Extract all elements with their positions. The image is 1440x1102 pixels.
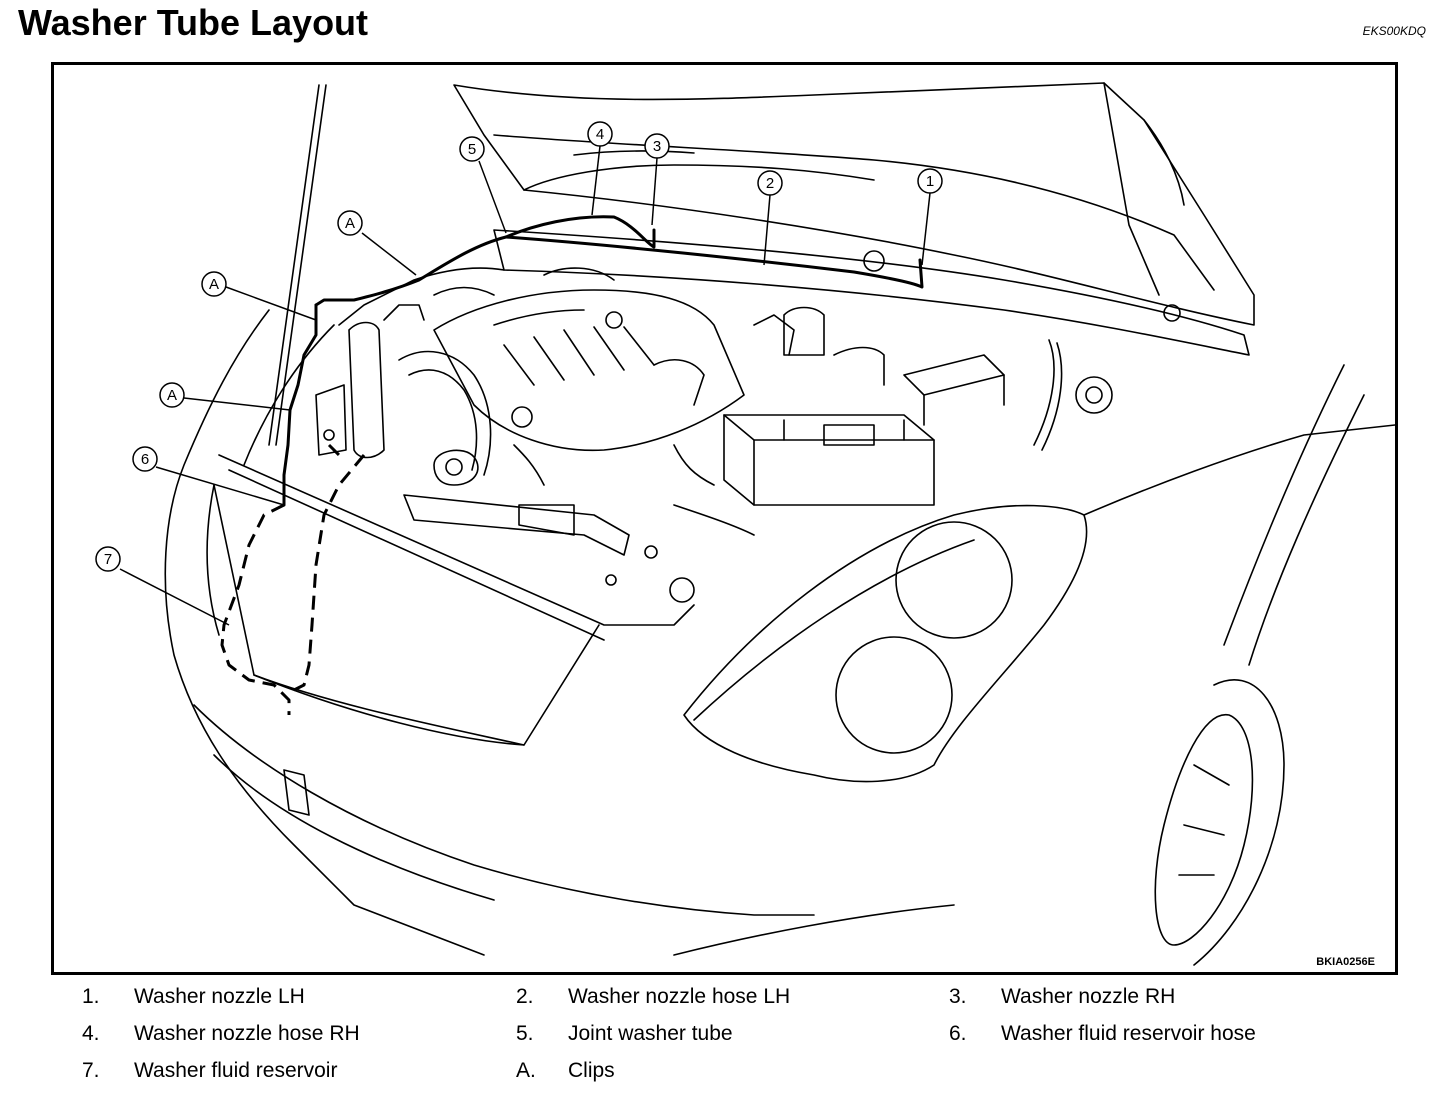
joint-washer-tube [314, 235, 508, 307]
callout-A-3: A [159, 382, 185, 408]
washer-fluid-reservoir-hidden [220, 503, 291, 715]
hood-inner-edge [493, 134, 1215, 291]
document-code: EKS00KDQ [1362, 24, 1426, 38]
left-fender [164, 309, 485, 956]
legend-number: 3. [949, 985, 967, 1008]
callout-3: 3 [644, 133, 670, 159]
strut-tower [1075, 376, 1113, 414]
leader-1 [921, 192, 931, 266]
callout-2-label: 2 [766, 175, 774, 192]
legend-number: 5. [516, 1022, 534, 1045]
leader-7 [119, 568, 230, 626]
legend-number: 7. [82, 1059, 100, 1082]
leader-A3 [183, 397, 291, 411]
callout-3-label: 3 [653, 138, 661, 155]
callout-A-1-label: A [345, 215, 355, 232]
hood-prop-rod [268, 84, 320, 446]
legend-text: Washer nozzle hose LH [568, 985, 791, 1008]
wheel-arch [1193, 679, 1285, 966]
callout-7: 7 [95, 546, 121, 572]
diagram-figure: 1 2 3 4 5 A A [51, 62, 1398, 975]
legend-text: Washer nozzle LH [134, 985, 305, 1008]
leader-A1 [361, 232, 417, 276]
legend-text: Washer fluid reservoir [134, 1059, 338, 1082]
radiator-cap [433, 449, 479, 486]
parts-legend: 1. Washer nozzle LH 2. Washer nozzle hos… [0, 981, 1440, 1091]
leader-A2 [225, 286, 317, 321]
intake-pipe [398, 350, 492, 476]
leader-5 [478, 160, 507, 234]
washer-nozzle-hose-RH [504, 215, 656, 249]
callout-4: 4 [587, 121, 613, 147]
callout-A-3-label: A [167, 387, 177, 404]
callout-A-2-label: A [209, 276, 219, 293]
legend-text: Clips [568, 1059, 615, 1082]
callout-7-label: 7 [104, 551, 112, 568]
leader-2 [763, 194, 771, 266]
legend-text: Washer nozzle hose RH [134, 1022, 360, 1045]
headlamp-lens-lower [835, 636, 953, 754]
callout-1-label: 1 [926, 173, 934, 190]
right-fender [1083, 424, 1395, 516]
legend-text: Washer nozzle RH [1001, 985, 1176, 1008]
fuse-box [903, 354, 1005, 396]
reservoir-hose-solid [282, 303, 318, 507]
figure-code: BKIA0256E [1316, 956, 1375, 968]
front-bumper [193, 704, 815, 916]
callout-A-2: A [201, 271, 227, 297]
battery [723, 414, 935, 506]
legend-number: 2. [516, 985, 534, 1008]
engine-bay-illustration: 1 2 3 4 5 A A [95, 82, 1395, 966]
leader-3 [651, 157, 658, 226]
legend-number: 6. [949, 1022, 967, 1045]
headlamp [683, 504, 1088, 783]
page-title: Washer Tube Layout [18, 2, 369, 43]
legend-number: 4. [82, 1022, 100, 1045]
legend-number: A. [516, 1059, 536, 1082]
leader-6 [155, 466, 285, 506]
legend-text: Washer fluid reservoir hose [1001, 1022, 1256, 1045]
callout-6-label: 6 [141, 451, 149, 468]
engine-cover [433, 289, 745, 452]
reservoir-filler-neck [348, 321, 385, 459]
callout-5-label: 5 [468, 141, 476, 158]
wheel [1154, 714, 1254, 946]
legend-number: 1. [82, 985, 100, 1008]
callout-2: 2 [757, 170, 783, 196]
washer-nozzle-hose-LH [504, 235, 924, 289]
callout-A-1: A [337, 210, 363, 236]
callout-1: 1 [917, 168, 943, 194]
hood-outline [453, 82, 1255, 326]
cowl-panel [493, 229, 1250, 356]
leader-4 [591, 145, 601, 216]
headlamp-lens-upper [895, 521, 1013, 639]
radiator-support [218, 454, 695, 626]
front-crossmember [403, 494, 630, 556]
legend-text: Joint washer tube [568, 1022, 733, 1045]
callout-4-label: 4 [596, 126, 604, 143]
callout-5: 5 [459, 136, 485, 162]
callout-6: 6 [132, 446, 158, 472]
